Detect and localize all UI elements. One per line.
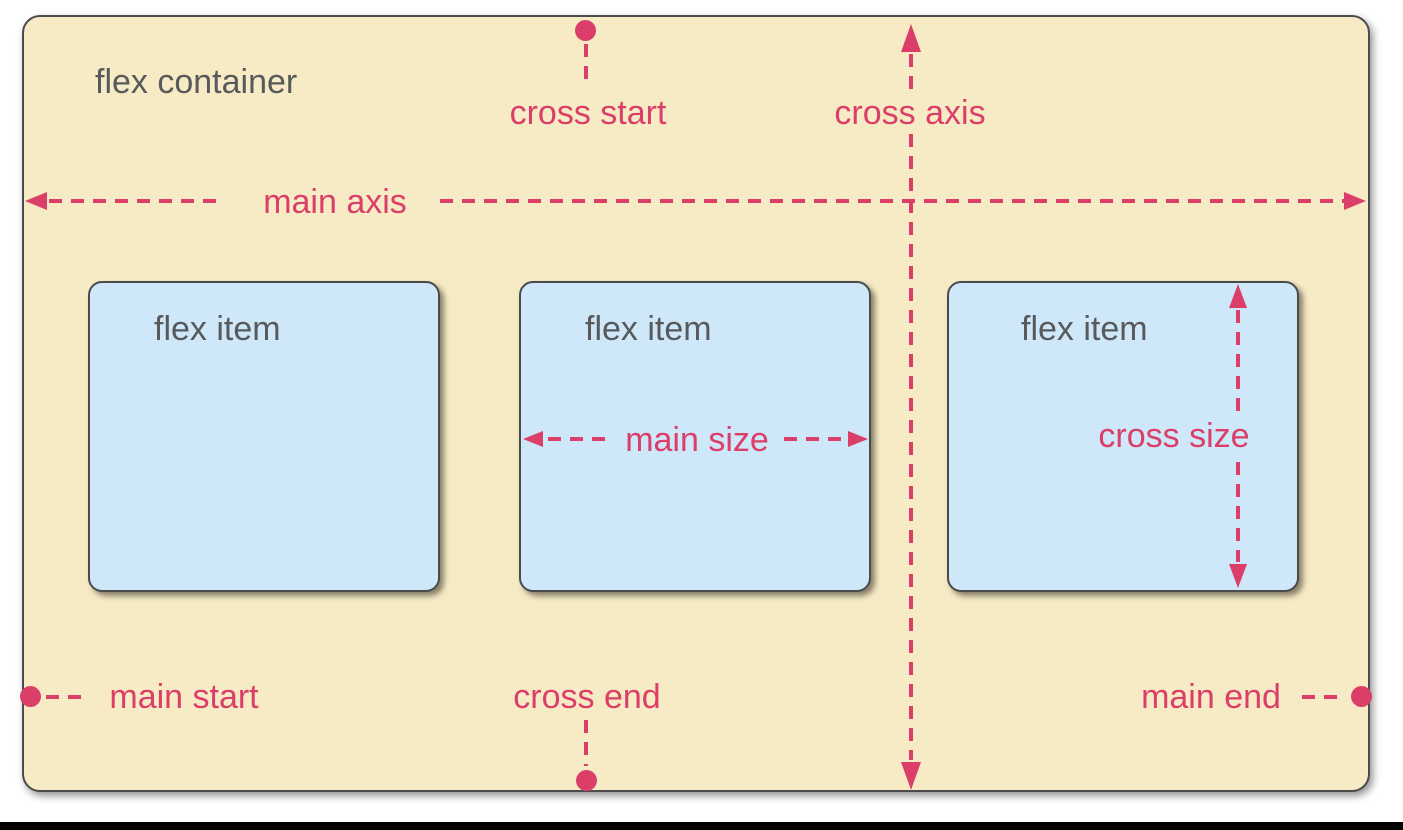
cross-end-dot-icon	[576, 770, 597, 791]
main-start-label: main start	[109, 678, 259, 716]
flex-item-label-3: flex item	[1021, 310, 1148, 348]
cross-axis-arrowhead-down-icon	[901, 762, 921, 790]
cross-size-label: cross size	[1098, 417, 1250, 455]
cross-axis-dash-bottom	[909, 134, 913, 760]
cross-end-label: cross end	[513, 678, 661, 716]
cross-size-dash-top	[1236, 310, 1240, 412]
flex-item-label-1: flex item	[154, 310, 281, 348]
main-size-arrowhead-right-icon	[848, 431, 868, 447]
main-axis-arrowhead-right-icon	[1344, 192, 1366, 210]
main-axis-arrowhead-left-icon	[25, 192, 47, 210]
main-size-dash-right	[784, 437, 846, 441]
main-end-label: main end	[1141, 678, 1281, 716]
cross-start-dash	[584, 44, 588, 88]
main-axis-dash-right	[440, 199, 1344, 203]
cross-axis-arrowhead-up-icon	[901, 24, 921, 52]
cross-size-dash-bottom	[1236, 462, 1240, 562]
flex-container-label: flex container	[95, 63, 298, 101]
cross-start-dot-icon	[575, 20, 596, 41]
main-end-dash	[1302, 695, 1344, 699]
cross-size-arrowhead-down-icon	[1229, 564, 1247, 588]
main-start-dot-icon	[20, 686, 41, 707]
cross-axis-label: cross axis	[834, 94, 986, 132]
main-size-label: main size	[625, 421, 769, 459]
flex-item-box-1: flex item	[88, 281, 440, 592]
cross-size-arrowhead-up-icon	[1229, 284, 1247, 308]
cross-axis-dash-top	[909, 54, 913, 90]
main-end-dot-icon	[1351, 686, 1372, 707]
main-axis-dash-left	[49, 199, 219, 203]
flex-item-box-2: flex item	[519, 281, 871, 592]
flex-item-box-3: flex item	[947, 281, 1299, 592]
flex-item-label-2: flex item	[585, 310, 712, 348]
main-size-dash-left	[548, 437, 610, 441]
cross-end-dash	[584, 720, 588, 766]
main-start-dash	[46, 695, 86, 699]
page-divider	[0, 822, 1403, 830]
main-size-arrowhead-left-icon	[523, 431, 543, 447]
cross-start-label: cross start	[509, 94, 667, 132]
main-axis-label: main axis	[263, 183, 407, 221]
